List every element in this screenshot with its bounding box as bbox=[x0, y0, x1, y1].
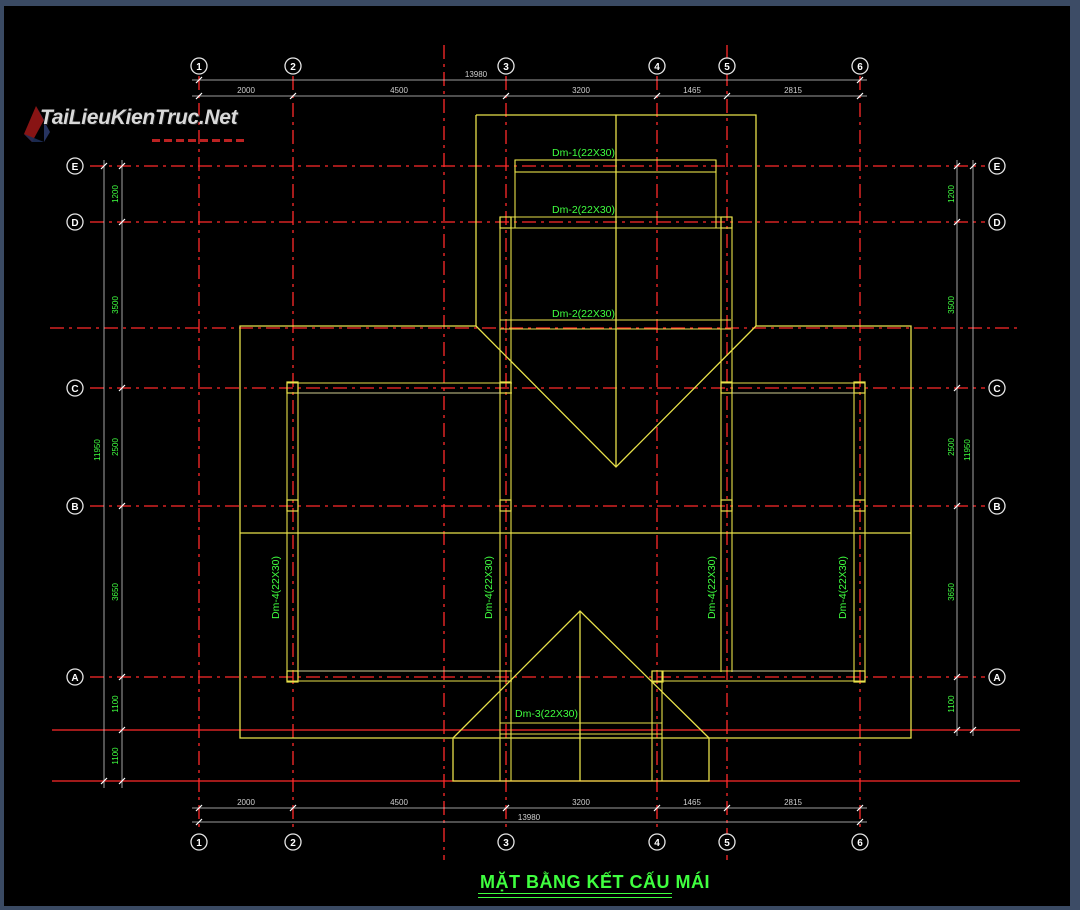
beam-label-dm3: Dm-3(22X30) bbox=[515, 708, 578, 720]
beam-label-dm4-2: Dm-4(22X30) bbox=[483, 556, 495, 619]
dim-right-3: 2500 bbox=[947, 438, 956, 456]
beam-label-dm4-1: Dm-4(22X30) bbox=[270, 556, 282, 619]
horizontal-grid-lines bbox=[50, 165, 1020, 678]
window-scrollbar[interactable] bbox=[1070, 0, 1080, 910]
dim-left-4: 3650 bbox=[111, 583, 120, 601]
dim-left-6: 1100 bbox=[111, 747, 120, 765]
axis-label-E-right: E bbox=[994, 162, 1001, 173]
dim-left-total: 11950 bbox=[93, 439, 102, 461]
dim-top-4: 1465 bbox=[683, 86, 701, 95]
axis-label-A-left: A bbox=[71, 673, 78, 684]
axis-label-1-top: 1 bbox=[196, 62, 202, 73]
hidden-lines bbox=[298, 392, 854, 672]
beams bbox=[286, 159, 866, 781]
dim-right-4: 3650 bbox=[947, 583, 956, 601]
beam-label-dm2-mid: Dm-2(22X30) bbox=[552, 308, 615, 320]
axis-label-2-bottom: 2 bbox=[290, 838, 296, 849]
axis-label-C-right: C bbox=[993, 384, 1000, 395]
dim-right-total: 11950 bbox=[963, 439, 972, 461]
dim-left-1: 1200 bbox=[111, 185, 120, 203]
dim-bottom-1: 2000 bbox=[237, 798, 255, 807]
axis-label-D-left: D bbox=[71, 218, 78, 229]
dim-left-3: 2500 bbox=[111, 438, 120, 456]
axis-label-B-right: B bbox=[993, 502, 1000, 513]
title-underline bbox=[478, 893, 672, 898]
watermark-underline bbox=[152, 139, 244, 142]
axis-label-6-top: 6 bbox=[857, 62, 863, 73]
axis-label-3-top: 3 bbox=[503, 62, 509, 73]
axis-label-E-left: E bbox=[72, 162, 79, 173]
dim-top-5: 2815 bbox=[784, 86, 802, 95]
dim-right-5: 1100 bbox=[947, 695, 956, 713]
dim-top-3: 3200 bbox=[572, 86, 590, 95]
axis-label-5-top: 5 bbox=[724, 62, 730, 73]
dim-left-5: 1100 bbox=[111, 695, 120, 713]
dim-left-2: 3500 bbox=[111, 296, 120, 314]
dimension-texts: 13980 2000 4500 3200 1465 2815 2000 4500… bbox=[237, 70, 802, 822]
beam-label-dm4-4: Dm-4(22X30) bbox=[837, 556, 849, 619]
dim-top-1: 2000 bbox=[237, 86, 255, 95]
dim-total-top: 13980 bbox=[465, 70, 488, 79]
dim-bottom-4: 1465 bbox=[683, 798, 701, 807]
axis-label-C-left: C bbox=[71, 384, 78, 395]
axis-labels: 1 2 3 4 5 6 1 2 3 4 5 6 E D C B A E D C … bbox=[71, 62, 1000, 849]
beam-label-dm4-3: Dm-4(22X30) bbox=[706, 556, 718, 619]
dim-total-bottom: 13980 bbox=[518, 813, 541, 822]
beam-labels: Dm-1(22X30) Dm-2(22X30) Dm-2(22X30) Dm-3… bbox=[270, 147, 849, 720]
axis-label-2-top: 2 bbox=[290, 62, 296, 73]
axis-label-A-right: A bbox=[993, 673, 1000, 684]
axis-label-1-bottom: 1 bbox=[196, 838, 202, 849]
beam-label-dm2-top: Dm-2(22X30) bbox=[552, 204, 615, 216]
axis-label-6-bottom: 6 bbox=[857, 838, 863, 849]
axis-label-4-bottom: 4 bbox=[654, 838, 660, 849]
axis-label-B-left: B bbox=[71, 502, 78, 513]
dim-top-2: 4500 bbox=[390, 86, 408, 95]
watermark-logo-icon bbox=[24, 106, 50, 142]
vertical-grid-lines bbox=[198, 45, 861, 860]
dimension-texts-left: 1200 3500 2500 3650 1100 1100 11950 bbox=[93, 185, 120, 765]
dim-bottom-2: 4500 bbox=[390, 798, 408, 807]
roof-outline bbox=[239, 114, 912, 782]
axis-label-3-bottom: 3 bbox=[503, 838, 509, 849]
dim-bottom-5: 2815 bbox=[784, 798, 802, 807]
axis-label-D-right: D bbox=[993, 218, 1000, 229]
dim-right-2: 3500 bbox=[947, 296, 956, 314]
dim-bottom-3: 3200 bbox=[572, 798, 590, 807]
axis-bubbles bbox=[66, 57, 1006, 851]
axis-label-4-top: 4 bbox=[654, 62, 660, 73]
dimension-lines bbox=[100, 76, 977, 826]
beam-label-dm1: Dm-1(22X30) bbox=[552, 147, 615, 159]
dimension-texts-right: 1200 3500 2500 3650 1100 11950 bbox=[947, 185, 972, 713]
axis-label-5-bottom: 5 bbox=[724, 838, 730, 849]
dim-right-1: 1200 bbox=[947, 185, 956, 203]
columns bbox=[286, 216, 866, 683]
watermark-text: TaiLieuKienTruc.Net bbox=[40, 106, 238, 129]
drawing-title: MẶT BẰNG KẾT CẤU MÁI bbox=[480, 872, 710, 892]
